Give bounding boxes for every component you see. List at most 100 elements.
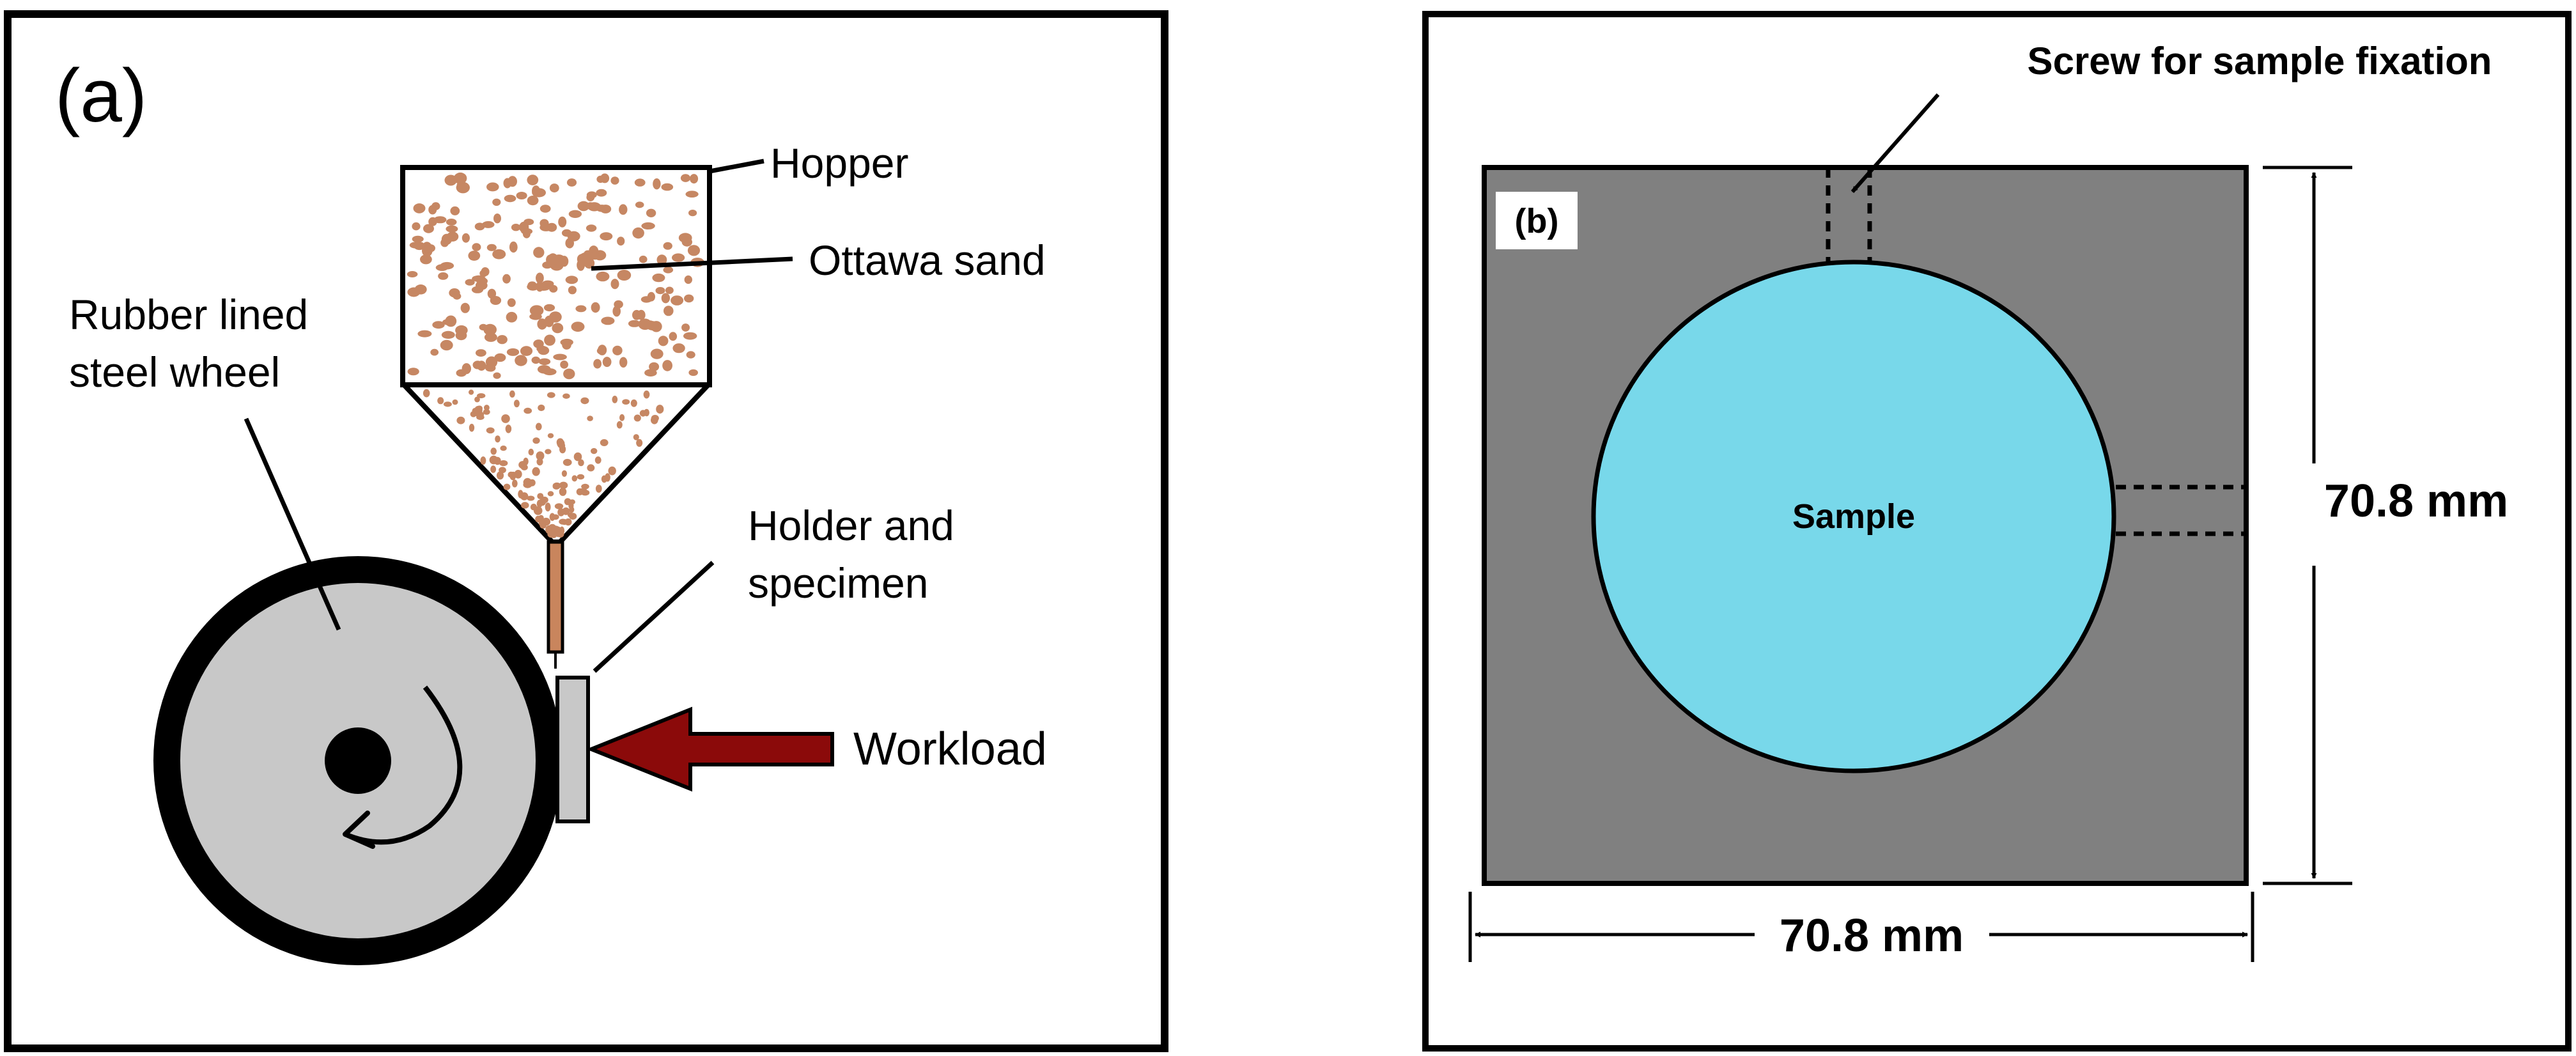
- sand-grain: [532, 437, 540, 444]
- sand-grain: [638, 318, 652, 330]
- sand-grain: [622, 399, 630, 405]
- sand-grain: [511, 479, 518, 488]
- holder-leader-line: [593, 561, 715, 673]
- sand-grain: [446, 231, 459, 242]
- panel-b: Sample (b) Screw for sample fixation 70.…: [1422, 11, 2572, 1052]
- sand-grain: [635, 201, 644, 208]
- wheel-label-line1: Rubber lined: [69, 291, 308, 338]
- sand-grain: [549, 284, 558, 293]
- sand-grain: [521, 502, 529, 509]
- sand-grain: [483, 409, 490, 415]
- sand-grain: [562, 340, 571, 350]
- sand-grain: [484, 405, 490, 411]
- sand-grain: [559, 487, 567, 496]
- sand-grain: [549, 183, 559, 193]
- sand-grain: [601, 316, 615, 325]
- sand-grain: [600, 439, 609, 446]
- sand-grain: [509, 241, 518, 253]
- sand-grain: [509, 390, 515, 398]
- sand-grain: [547, 433, 554, 439]
- sand-grain: [649, 362, 660, 371]
- sand-grain: [486, 427, 495, 434]
- sand-grain: [494, 353, 506, 362]
- sand-grain: [489, 455, 498, 465]
- sand-grain: [527, 495, 535, 501]
- holder-specimen: [555, 676, 590, 823]
- sand-grain: [538, 404, 545, 412]
- sand-grain: [552, 483, 561, 490]
- sand-grain: [557, 508, 565, 516]
- sand-grain: [505, 424, 512, 433]
- sand-grain: [493, 372, 501, 379]
- sample-disc: [1591, 260, 2116, 773]
- sand-grain: [545, 449, 552, 454]
- sand-grain: [528, 448, 534, 456]
- sand-grain: [417, 330, 432, 338]
- sand-grain: [605, 473, 610, 482]
- sand-grain: [632, 227, 644, 239]
- sand-grain: [571, 322, 585, 332]
- sand-grain: [474, 222, 485, 231]
- sand-grain: [504, 194, 516, 203]
- sand-grain: [646, 208, 656, 217]
- sand-grain: [536, 272, 544, 284]
- sand-grain: [669, 332, 678, 341]
- sand-grain: [465, 279, 475, 286]
- sand-grain: [518, 490, 524, 499]
- sand-grain: [484, 332, 497, 342]
- holder-label-line1: Holder and: [748, 502, 954, 549]
- sand-grain: [472, 243, 481, 251]
- workload-label: Workload: [853, 724, 1047, 775]
- sand-grain: [552, 514, 559, 520]
- sand-grain: [413, 203, 426, 214]
- panel-a: (a) Hopper Ottawa sand: [4, 10, 1168, 1052]
- sand-grain: [407, 368, 419, 376]
- sand-grain: [596, 271, 610, 282]
- sand-grain: [637, 309, 646, 320]
- sand-grain: [493, 214, 501, 224]
- sand-grain: [486, 182, 499, 192]
- sand-grain: [600, 232, 613, 241]
- sand-grain: [547, 491, 554, 497]
- sand-grain: [495, 435, 500, 443]
- sand-grain: [428, 205, 437, 215]
- sand-grain: [412, 235, 424, 243]
- sand-grain: [580, 397, 589, 405]
- sand-grain: [543, 368, 557, 376]
- sand-grain: [529, 313, 542, 320]
- sand-grain: [455, 325, 468, 336]
- sand-grain: [470, 411, 477, 417]
- sand-grain: [545, 502, 551, 512]
- sand-grain: [536, 458, 543, 466]
- panel-a-label: (a): [55, 54, 147, 138]
- sand-grain: [639, 255, 648, 263]
- sand-grain: [503, 483, 511, 490]
- sand-grain: [644, 408, 649, 417]
- sand-grain: [584, 258, 595, 269]
- sand-grain: [547, 253, 559, 265]
- sand-grain: [552, 323, 564, 334]
- sand-grain: [569, 513, 577, 520]
- wheel-label-line2: steel wheel: [69, 348, 280, 396]
- sand-grain: [568, 286, 577, 295]
- sand-grain: [423, 389, 430, 398]
- sand-grain: [423, 224, 434, 233]
- sand-grain: [500, 446, 507, 451]
- sand-grain: [508, 176, 517, 187]
- sand-grain: [690, 174, 699, 184]
- sand-grain: [656, 405, 664, 414]
- sand-grain: [652, 273, 665, 283]
- rotation-arrowhead-icon: [343, 811, 375, 849]
- sand-grain: [506, 348, 520, 356]
- sand-grain: [496, 471, 504, 480]
- screw-label: Screw for sample fixation: [2028, 40, 2492, 82]
- sand-grain: [658, 336, 669, 346]
- sand-grain: [686, 351, 695, 359]
- sand-grain: [472, 275, 486, 282]
- sand-grain: [577, 201, 590, 212]
- sand-grain: [612, 396, 618, 403]
- sand-grain: [684, 294, 694, 303]
- sand-grain: [564, 518, 572, 526]
- sand-grain: [492, 198, 501, 206]
- wheel-axle: [325, 727, 391, 794]
